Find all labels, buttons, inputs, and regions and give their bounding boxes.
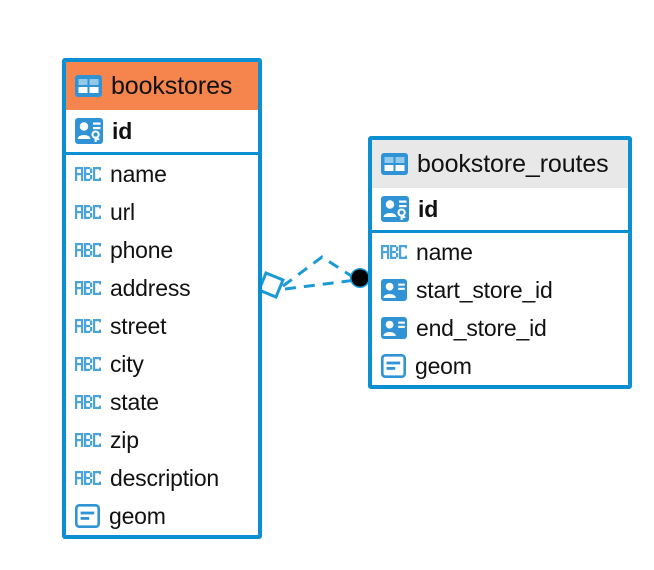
field-row-url[interactable]: url <box>66 193 258 231</box>
field-name: end_store_id <box>416 314 547 341</box>
field-row-phone[interactable]: phone <box>66 231 258 269</box>
abc-text-icon <box>75 356 102 372</box>
field-row-street[interactable]: street <box>66 307 258 345</box>
field-name: id <box>418 195 439 222</box>
abc-text-icon <box>75 394 102 410</box>
abc-text-icon <box>75 470 102 486</box>
field-name: description <box>110 464 220 491</box>
relationship-line-upper <box>282 255 357 288</box>
field-name: name <box>110 160 167 187</box>
field-name: zip <box>110 426 139 453</box>
entity-field-list: id <box>372 188 628 385</box>
primary-key-icon <box>75 118 103 144</box>
geometry-icon <box>380 353 406 378</box>
field-row-description[interactable]: description <box>66 459 258 497</box>
entity-table-bookstore-routes[interactable]: bookstore_routes id <box>368 136 632 389</box>
field-row-zip[interactable]: zip <box>66 421 258 459</box>
foreign-key-icon <box>381 279 407 301</box>
field-name: geom <box>109 502 166 529</box>
entity-header-bookstore-routes[interactable]: bookstore_routes <box>372 140 628 188</box>
field-row-id[interactable]: id <box>372 188 628 233</box>
foreign-key-icon <box>381 317 407 339</box>
field-name: start_store_id <box>416 276 553 303</box>
field-row-city[interactable]: city <box>66 345 258 383</box>
field-row-id[interactable]: id <box>66 110 258 155</box>
field-row-geom[interactable]: geom <box>372 347 628 385</box>
field-name: url <box>110 198 135 225</box>
field-name: address <box>110 274 191 301</box>
entity-table-bookstores[interactable]: bookstores id <box>62 58 262 539</box>
field-name: state <box>110 388 159 415</box>
abc-text-icon <box>75 280 102 296</box>
field-name: city <box>110 350 144 377</box>
field-row-name[interactable]: name <box>372 233 628 271</box>
entity-title: bookstores <box>111 71 233 100</box>
entity-field-list: id <box>66 110 258 535</box>
abc-text-icon <box>75 204 102 220</box>
abc-text-icon <box>381 244 408 260</box>
relationship-line-lower <box>284 278 357 291</box>
geometry-icon <box>74 503 100 528</box>
field-name: street <box>110 312 167 339</box>
field-row-end-store-id[interactable]: end_store_id <box>372 309 628 347</box>
primary-key-icon <box>381 196 409 222</box>
entity-title: bookstore_routes <box>417 149 609 178</box>
field-row-address[interactable]: address <box>66 269 258 307</box>
field-name: id <box>112 117 133 144</box>
field-name: phone <box>110 236 173 263</box>
field-name: name <box>416 238 473 265</box>
entity-header-bookstores[interactable]: bookstores <box>66 62 258 110</box>
field-row-state[interactable]: state <box>66 383 258 421</box>
field-name: geom <box>415 352 472 379</box>
abc-text-icon <box>75 432 102 448</box>
table-icon <box>381 153 408 175</box>
abc-text-icon <box>75 318 102 334</box>
table-icon <box>75 75 102 97</box>
abc-text-icon <box>75 166 102 182</box>
field-row-geom[interactable]: geom <box>66 497 258 535</box>
field-row-start-store-id[interactable]: start_store_id <box>372 271 628 309</box>
field-row-name[interactable]: name <box>66 155 258 193</box>
filled-circle-endpoint-icon <box>350 268 370 288</box>
diamond-outline-icon <box>257 271 285 299</box>
abc-text-icon <box>75 242 102 258</box>
